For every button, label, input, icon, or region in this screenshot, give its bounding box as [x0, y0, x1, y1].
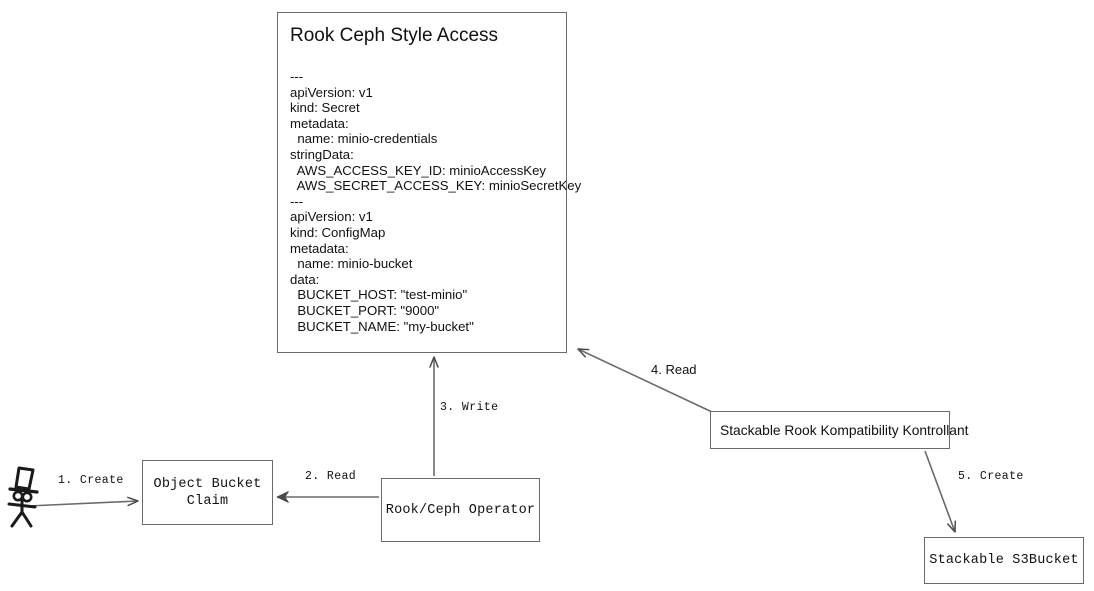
- node-object-bucket-claim[interactable]: Object Bucket Claim: [142, 460, 273, 525]
- edge-label-create-1: 1. Create: [58, 474, 124, 487]
- node-label: Rook/Ceph Operator: [385, 502, 536, 518]
- edge-create-5: [924, 450, 957, 533]
- edge-label-write-3: 3. Write: [440, 401, 499, 414]
- rook-ceph-style-access-card: Rook Ceph Style Access --- apiVersion: v…: [277, 12, 582, 353]
- node-stackable-s3bucket[interactable]: Stackable S3Bucket: [924, 537, 1084, 584]
- node-label: Stackable S3Bucket: [929, 553, 1079, 568]
- edge-read-4: [577, 348, 713, 413]
- node-rook-ceph-operator[interactable]: Rook/Ceph Operator: [381, 478, 540, 542]
- edge-label-read-4: 4. Read: [651, 362, 697, 377]
- node-label: Stackable Rook Kompatibility Kontrollant: [720, 422, 969, 438]
- actor-stick-figure-icon: [7, 466, 39, 528]
- node-stackable-rook-kompatibility-kontrollant[interactable]: Stackable Rook Kompatibility Kontrollant: [710, 411, 968, 449]
- edge-label-read-2: 2. Read: [305, 470, 357, 483]
- yaml-manifest-text: --- apiVersion: v1 kind: Secret metadata…: [290, 69, 582, 334]
- node-label: Object Bucket Claim: [153, 476, 262, 509]
- card-title: Rook Ceph Style Access: [290, 25, 499, 46]
- edge-label-create-5: 5. Create: [958, 470, 1024, 483]
